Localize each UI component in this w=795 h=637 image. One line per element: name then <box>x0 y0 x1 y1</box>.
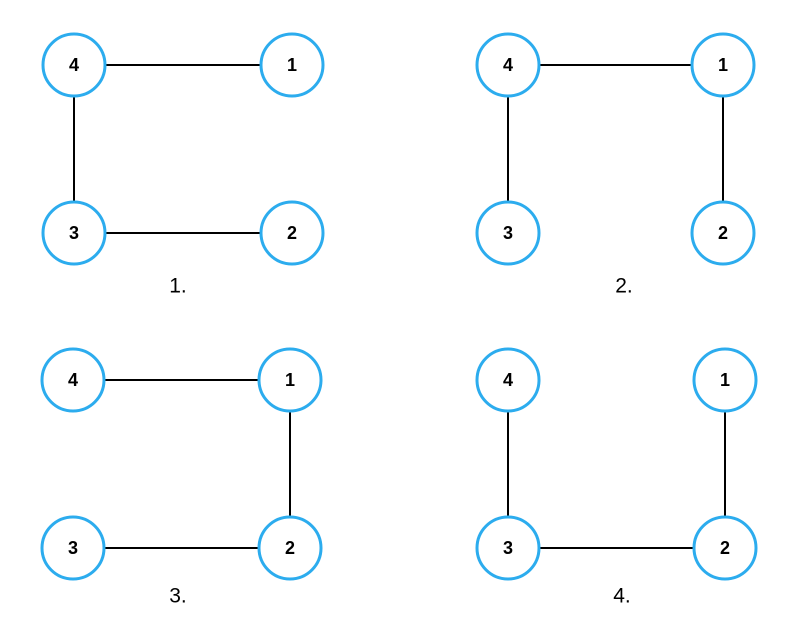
node-3: 3 <box>40 515 106 581</box>
node-label-3: 3 <box>69 223 79 243</box>
node-label-3: 3 <box>503 223 513 243</box>
node-label-2: 2 <box>720 538 730 558</box>
node-label-3: 3 <box>68 538 78 558</box>
node-label-2: 2 <box>718 223 728 243</box>
node-circle-4 <box>475 347 541 413</box>
node-4: 4 <box>475 347 541 413</box>
node-1: 1 <box>690 32 756 98</box>
node-4: 4 <box>40 347 106 413</box>
node-label-4: 4 <box>69 55 79 75</box>
graph-caption-3: 3. <box>169 585 187 608</box>
node-circle-1 <box>259 32 325 98</box>
node-2: 2 <box>692 515 758 581</box>
node-circle-1 <box>692 347 758 413</box>
node-circle-2 <box>259 200 325 266</box>
node-1: 1 <box>259 32 325 98</box>
node-circle-2 <box>257 515 323 581</box>
node-circle-3 <box>475 515 541 581</box>
node-2: 2 <box>259 200 325 266</box>
node-circle-3 <box>475 200 541 266</box>
node-2: 2 <box>257 515 323 581</box>
node-label-1: 1 <box>720 370 730 390</box>
graph-3: 4 1 3 2 3. <box>40 347 323 608</box>
node-1: 1 <box>257 347 323 413</box>
node-4: 4 <box>41 32 107 98</box>
node-1: 1 <box>692 347 758 413</box>
node-circle-2 <box>692 515 758 581</box>
node-label-2: 2 <box>287 223 297 243</box>
node-3: 3 <box>475 200 541 266</box>
node-label-4: 4 <box>503 370 513 390</box>
node-circle-2 <box>690 200 756 266</box>
node-circle-1 <box>257 347 323 413</box>
node-3: 3 <box>41 200 107 266</box>
node-circle-4 <box>41 32 107 98</box>
graph-caption-2: 2. <box>615 275 633 298</box>
node-circle-4 <box>40 347 106 413</box>
graph-1: 4 1 3 2 1. <box>41 32 325 298</box>
node-circle-3 <box>40 515 106 581</box>
node-4: 4 <box>475 32 541 98</box>
node-2: 2 <box>690 200 756 266</box>
node-circle-4 <box>475 32 541 98</box>
graph-2: 4 1 3 2 2. <box>475 32 756 298</box>
graph-caption-1: 1. <box>169 275 187 298</box>
graph-4: 4 1 3 2 4. <box>475 347 758 608</box>
node-label-3: 3 <box>503 538 513 558</box>
node-label-1: 1 <box>718 55 728 75</box>
node-label-2: 2 <box>285 538 295 558</box>
node-label-1: 1 <box>287 55 297 75</box>
node-label-4: 4 <box>503 55 513 75</box>
graph-caption-4: 4. <box>613 585 631 608</box>
node-3: 3 <box>475 515 541 581</box>
node-circle-3 <box>41 200 107 266</box>
node-label-4: 4 <box>68 370 78 390</box>
node-circle-1 <box>690 32 756 98</box>
node-label-1: 1 <box>285 370 295 390</box>
